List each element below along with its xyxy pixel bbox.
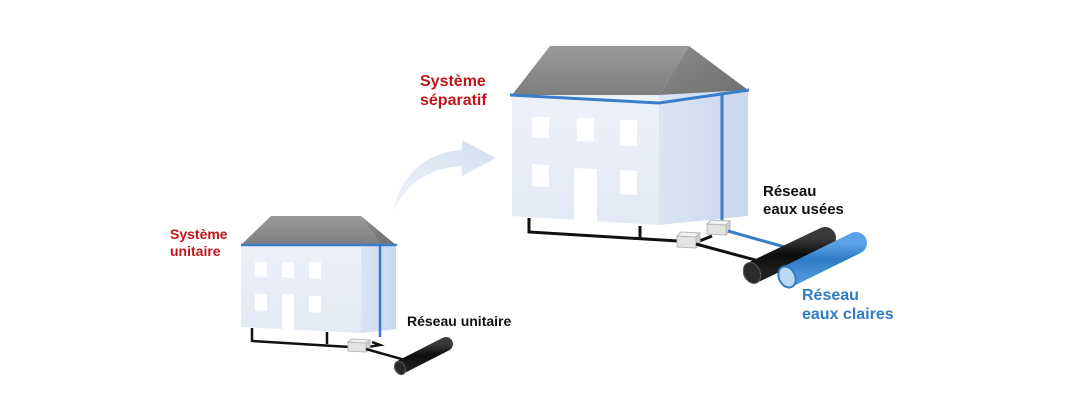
big-house-windows <box>532 117 637 225</box>
big-house-label-line2: séparatif <box>420 92 487 110</box>
sewer-pipe-icon <box>394 337 453 376</box>
small-house-label: Système unitaire <box>170 226 228 260</box>
wastewater-network-label: Réseau eaux usées <box>763 183 844 219</box>
small-house <box>241 216 413 364</box>
clearwater-pipe <box>778 232 867 287</box>
drain-box-icon <box>705 219 732 237</box>
wastewater-label-line2: eaux usées <box>763 201 844 218</box>
sewer-pipe-icon <box>777 232 867 289</box>
big-house-roof <box>512 46 689 95</box>
combined-network-label: Réseau unitaire <box>407 313 512 329</box>
big-house <box>509 46 821 266</box>
wastewater-label-line1: Réseau <box>763 183 817 200</box>
small-house-side-wall <box>361 245 396 333</box>
big-house-label: Système séparatif <box>420 72 487 110</box>
transition-arrow-icon <box>393 140 496 212</box>
clearwater-network-label: Réseau eaux claires <box>802 286 894 324</box>
clearwater-label-line2: eaux claires <box>802 306 894 324</box>
big-house-gutter <box>509 88 750 105</box>
clearwater-label-line1: Réseau <box>802 287 859 304</box>
small-house-label-line2: unitaire <box>170 242 221 259</box>
small-house-front-wall <box>241 245 361 333</box>
combined-sewer-pipe <box>394 337 453 374</box>
sewer-pipe-icon <box>742 227 836 285</box>
wastewater-pipe <box>743 227 836 283</box>
small-house-drain-pipes <box>250 328 385 349</box>
big-house-side-wall <box>659 90 748 225</box>
big-house-label-line1: Système <box>420 73 486 90</box>
small-house-windows <box>255 262 321 330</box>
small-house-roof <box>241 216 381 245</box>
small-house-label-line1: Système <box>170 226 228 242</box>
